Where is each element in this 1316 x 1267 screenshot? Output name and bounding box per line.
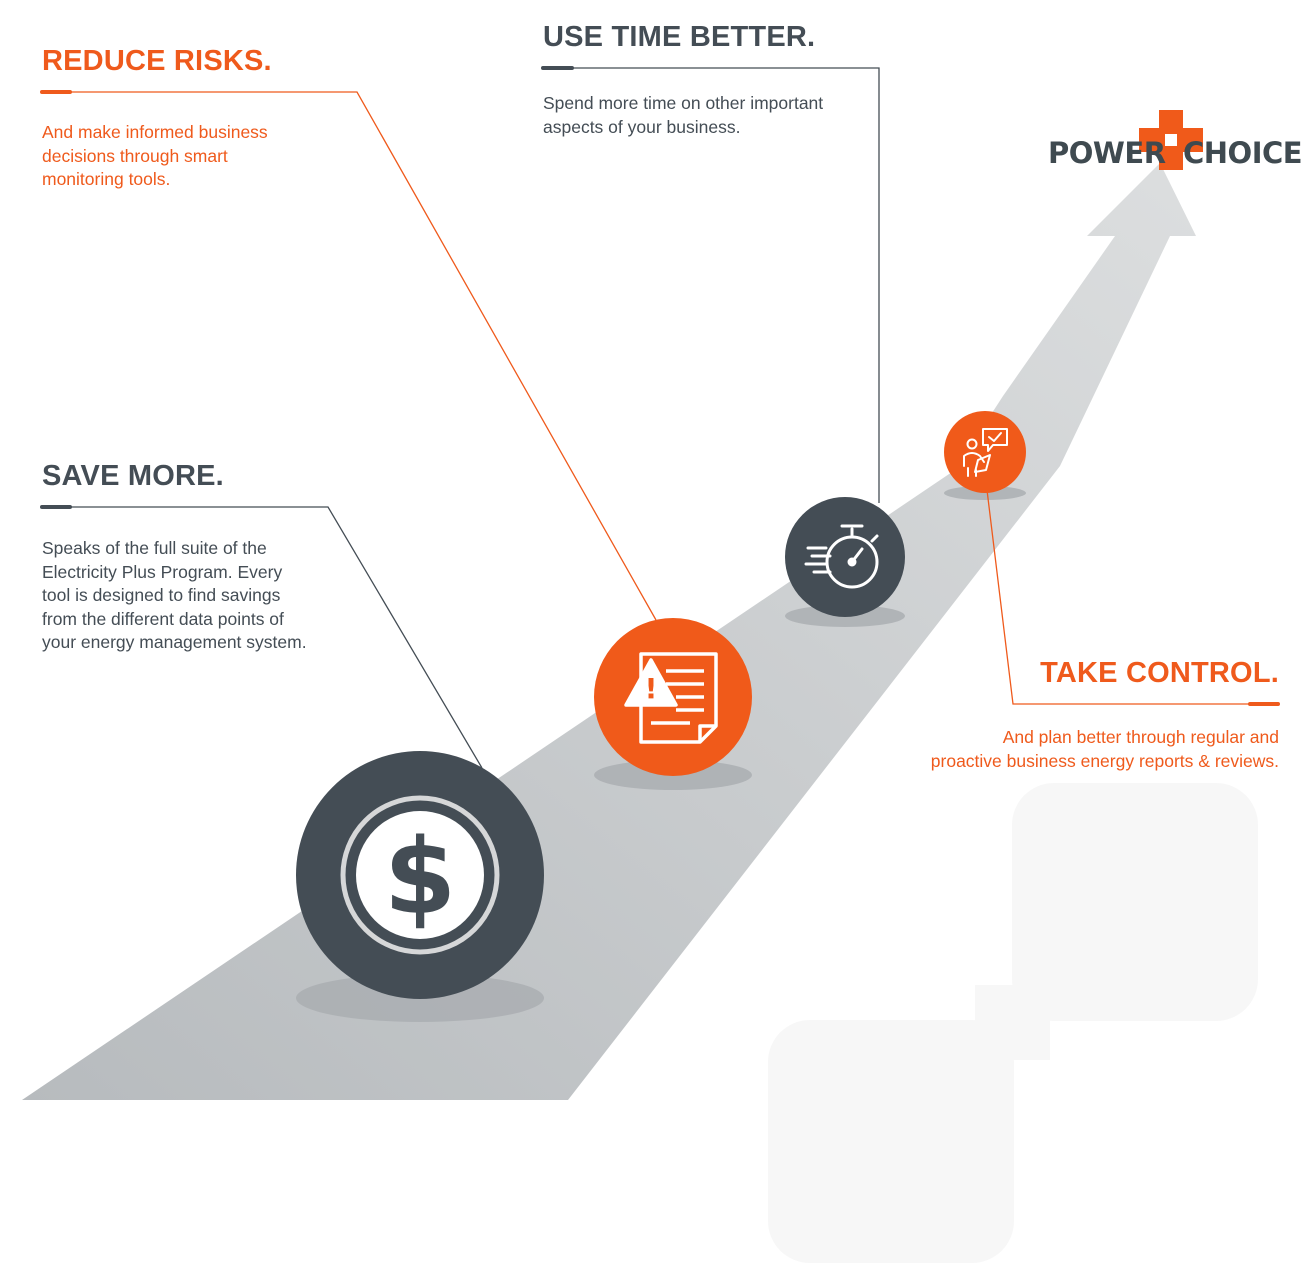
save-more-circle: $ bbox=[296, 751, 544, 999]
connector-take-control bbox=[986, 489, 1278, 705]
take-control-description: And plan better through regular and proa… bbox=[930, 727, 1279, 771]
logo-text-right: CHOICE bbox=[1183, 136, 1303, 170]
reduce-risks-description: And make informed business decisions thr… bbox=[42, 122, 268, 189]
title-underlines bbox=[40, 66, 1280, 706]
reduce-risks-circle: ! bbox=[594, 618, 752, 776]
take-control-title: TAKE CONTROL. bbox=[1040, 657, 1279, 689]
svg-text:$: $ bbox=[384, 816, 456, 938]
reduce-risks-title: REDUCE RISKS. bbox=[42, 45, 272, 77]
warning-exclamation: ! bbox=[645, 672, 658, 705]
connector-reduce-risks bbox=[42, 91, 657, 621]
dollar-icon: $ bbox=[384, 816, 456, 938]
take-control-section: TAKE CONTROL. And plan better through re… bbox=[860, 659, 1279, 773]
use-time-title: USE TIME BETTER. bbox=[543, 21, 816, 53]
logo-text-left: POWER bbox=[1048, 136, 1166, 170]
save-more-title: SAVE MORE. bbox=[42, 460, 224, 492]
reduce-risks-section: REDUCE RISKS. And make informed business… bbox=[42, 47, 362, 192]
save-more-section: SAVE MORE. Speaks of the full suite of t… bbox=[42, 462, 362, 655]
growth-arrow-road bbox=[22, 163, 1196, 1100]
background-cross-shape bbox=[768, 783, 1258, 1263]
logo-plus-gaps bbox=[1165, 134, 1177, 146]
use-time-circle bbox=[785, 497, 905, 617]
save-more-description: Speaks of the full suite of the Electric… bbox=[42, 538, 307, 652]
warning-document-icon bbox=[624, 652, 718, 744]
connector-save-more bbox=[42, 506, 483, 769]
connector-use-time bbox=[543, 67, 880, 503]
consultant-icon bbox=[963, 428, 1008, 477]
take-control-circle bbox=[944, 411, 1026, 493]
stopwatch-icon bbox=[804, 524, 879, 589]
use-time-section: USE TIME BETTER. Spend more time on othe… bbox=[543, 23, 883, 139]
connector-lines bbox=[42, 67, 1278, 769]
logo-plus-icon bbox=[1139, 110, 1203, 170]
use-time-description: Spend more time on other important aspec… bbox=[543, 93, 824, 137]
